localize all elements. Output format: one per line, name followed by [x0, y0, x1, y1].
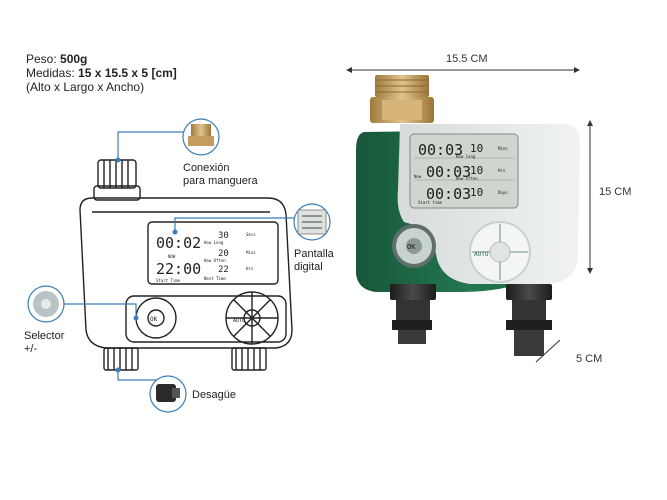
sketch-unit-1: Secs [246, 232, 256, 237]
photo-caption-1: How long [456, 154, 476, 159]
sketch-unit-3: Hrs [246, 266, 254, 271]
photo-value-1: 10 [470, 142, 483, 155]
photo-value-3: 10 [470, 186, 483, 199]
thumb-hose-connector [182, 118, 220, 156]
photo-unit-2: Hrs [498, 168, 506, 173]
thumb-selector [27, 285, 65, 323]
sketch-timer [79, 159, 293, 371]
weight-line: Peso: 500g [26, 52, 177, 66]
dimension-depth: 5 CM [576, 353, 603, 365]
measures-order: (Alto x Largo x Ancho) [26, 80, 145, 94]
measures-value: 15 x 15.5 x 5 [cm] [78, 66, 177, 80]
photo-time-1: 00:03 [418, 141, 463, 159]
sketch-caption-3: Next Time [204, 276, 226, 281]
photo-unit-3: Days [498, 190, 508, 195]
callout-selector: Selector +/- [24, 330, 65, 355]
thumb-display [293, 203, 331, 241]
callout-hose-connection: Conexión para manguera [183, 162, 258, 187]
photo-timer [356, 75, 580, 356]
photo-time-3: 00:03 [426, 185, 471, 203]
measures-line: Medidas: 15 x 15.5 x 5 [cm] [26, 66, 177, 80]
dimension-height: 15 CM [599, 186, 632, 198]
photo-now: Now [414, 174, 422, 179]
sketch-auto: AUTO [233, 318, 245, 324]
photo-caption-2: How often [456, 176, 478, 181]
photo-value-2: 10 [470, 164, 483, 177]
sketch-value-3: 22 [218, 265, 229, 275]
photo-caption-3: Start time [418, 200, 443, 205]
weight-label: Peso: [26, 52, 57, 66]
sketch-caption-2: How Often [204, 258, 226, 263]
weight-value: 500g [60, 52, 88, 66]
callout-drain: Desagüe [192, 389, 237, 401]
sketch-caption-1: How Long [204, 240, 224, 245]
sketch-value-2: 20 [218, 249, 229, 259]
callout-display: Pantalla digital [294, 248, 334, 273]
sketch-start: Start Time [156, 278, 181, 283]
sketch-time-1: 00:02 [156, 234, 201, 252]
photo-unit-1: Mins [498, 146, 508, 151]
sketch-time-3: 22:00 [156, 260, 201, 278]
photo-auto: AUTO [474, 251, 489, 258]
product-specs: Peso: 500g Medidas: 15 x 15.5 x 5 [cm] (… [26, 52, 177, 94]
sketch-now: NOW [168, 254, 176, 259]
dimension-width: 15.5 CM [446, 53, 488, 65]
sketch-lcd: 00:02 30 Secs How Long NOW 20 Mins How O… [150, 231, 256, 324]
sketch-unit-2: Mins [246, 250, 256, 255]
thumb-drain [149, 375, 187, 413]
sketch-value-1: 30 [218, 231, 229, 241]
dimension-arrows [350, 69, 591, 363]
photo-lcd: 00:03 10 How long Mins 00:03 10 Now How … [407, 141, 508, 258]
sketch-ok: OK [150, 316, 158, 323]
measures-label: Medidas: [26, 66, 75, 80]
photo-time-2: 00:03 [426, 163, 471, 181]
photo-ok: OK [407, 243, 416, 251]
